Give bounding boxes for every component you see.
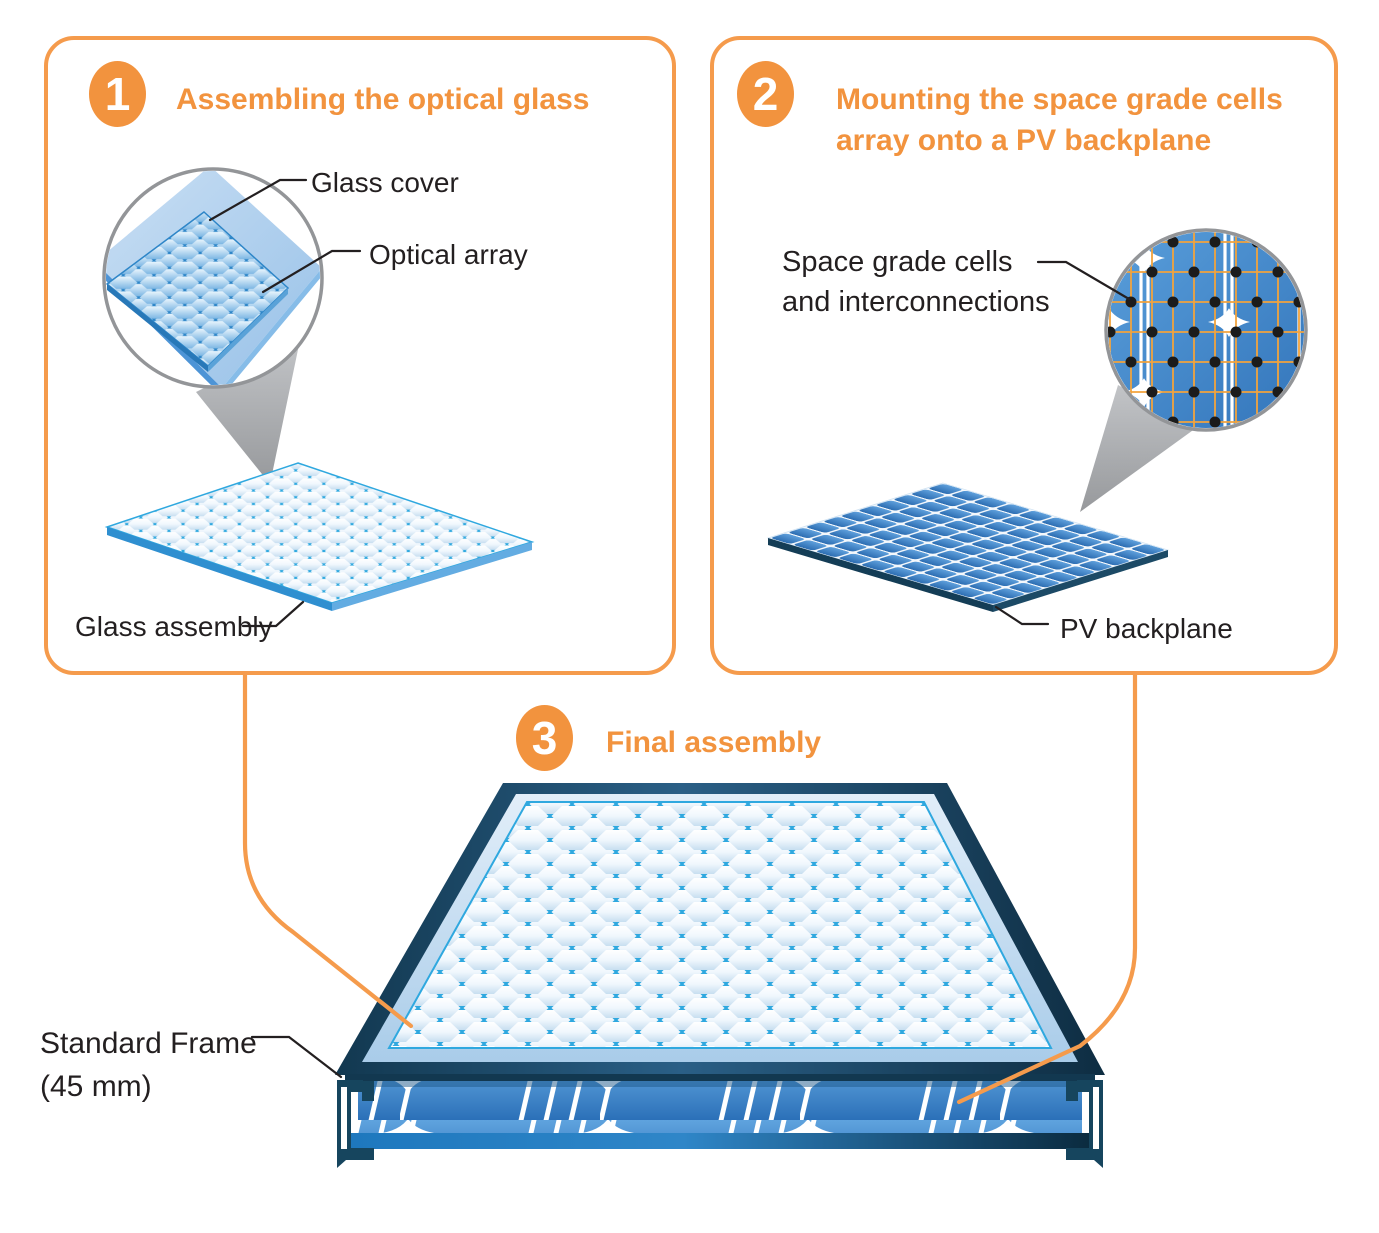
step2-badge: 2	[737, 61, 794, 127]
label-standard-frame: Standard Frame (45 mm)	[40, 1022, 257, 1108]
panel-frame	[335, 783, 1105, 1075]
step3-badge: 3	[516, 705, 573, 771]
label-pv-backplane: PV backplane	[1060, 613, 1233, 644]
connector-step2-to-final	[956, 672, 1138, 1105]
step3-title: Final assembly	[606, 726, 822, 759]
step2-title-line1: Mounting the space grade cells	[836, 83, 1283, 116]
step2-title: Mounting the space grade cells array ont…	[836, 79, 1283, 161]
label-space-grade-cells-line1: Space grade cells	[782, 246, 1013, 278]
label-glass-cover: Glass cover	[311, 167, 459, 198]
step1-badge: 1	[89, 61, 146, 127]
panel-glass-edge	[362, 794, 1078, 1062]
label-optical-array: Optical array	[369, 239, 528, 270]
frame-bracket-left	[337, 1080, 374, 1168]
label-space-grade-cells-line2: and interconnections	[782, 286, 1050, 318]
step1-title: Assembling the optical glass	[176, 83, 590, 116]
panel-pv-row	[358, 1081, 1082, 1133]
step1-box	[44, 36, 676, 675]
panel-hex-surface	[387, 801, 1053, 1049]
connector-step1-to-final	[242, 672, 414, 1029]
final-assembly-illustration	[335, 783, 1105, 1168]
label-space-grade-cells: Space grade cells and interconnections	[782, 242, 1050, 322]
label-standard-frame-line2: (45 mm)	[40, 1070, 152, 1103]
step2-title-line2: array onto a PV backplane	[836, 124, 1212, 157]
label-glass-assembly: Glass assembly	[75, 611, 273, 642]
frame-bracket-right	[1066, 1080, 1103, 1168]
label-standard-frame-line1: Standard Frame	[40, 1027, 257, 1060]
panel-bottom-bar	[350, 1133, 1090, 1149]
